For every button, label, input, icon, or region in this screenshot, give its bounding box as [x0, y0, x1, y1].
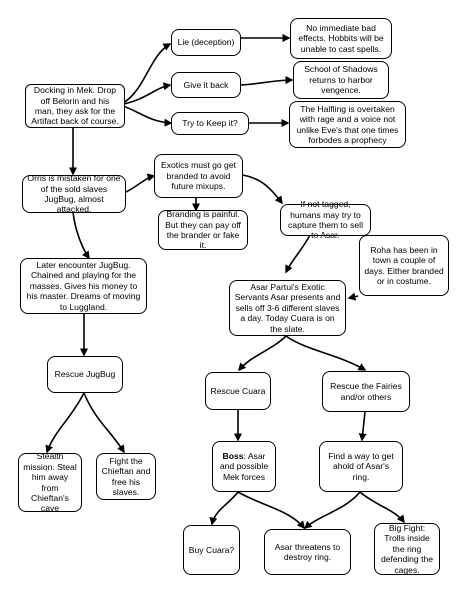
- node-not-tagged: If not tagged, humans may try to capture…: [280, 199, 371, 240]
- arrow-boss-threatens: [237, 491, 305, 530]
- node-exotics: Exotics must go get branded to avoid fut…: [154, 154, 243, 198]
- node-orris: Orris is mistaken for one of the sold sl…: [22, 173, 126, 214]
- boss-text: : Asar and possible Mek forces: [219, 450, 269, 482]
- node-buy-cuara: Buy Cuara?: [183, 525, 240, 575]
- node-rescue-cuara: Rescue Cuara: [205, 372, 271, 410]
- node-docking: Docking in Mek. Drop off Belorin and his…: [25, 84, 125, 128]
- node-find-way: Find a way to get ahold of Asar's ring.: [319, 441, 403, 492]
- node-halfling: The Halfling is overtaken with rage and …: [289, 101, 406, 148]
- node-later-jugbug: Later encounter JugBug. Chained and play…: [20, 258, 147, 314]
- node-school-shadows: School of Shadows returns to harbor veng…: [293, 61, 389, 99]
- arrow-docking-give: [122, 82, 172, 105]
- arrow-boss-buy: [209, 491, 239, 526]
- arrow-nottagged-asar: [285, 234, 311, 274]
- node-roha: Roha has been in town a couple of days. …: [359, 235, 449, 296]
- arrow-rescue-fight: [83, 392, 125, 454]
- node-rescue-jugbug: Rescue JugBug: [47, 356, 123, 393]
- arrow-find-threatens: [303, 491, 361, 529]
- arrow-orris-exotics: [125, 173, 156, 193]
- arrow-give-school: [240, 76, 294, 86]
- arrow-asar-cuara: [238, 335, 287, 372]
- node-asar-threatens: Asar threatens to destroy ring.: [264, 529, 351, 575]
- arrow-roha-asar: [347, 292, 359, 301]
- arrow-orris-later: [72, 211, 90, 260]
- boss-label: Boss: [222, 450, 244, 461]
- arrow-find-bigfight: [359, 491, 405, 524]
- node-rescue-fairies: Rescue the Fairies and/or others: [322, 371, 410, 412]
- arrow-docking-keep: [122, 105, 173, 127]
- node-try-keep: Try to Keep it?: [171, 112, 249, 135]
- node-big-fight: Big Fight: Trolls inside the ring defend…: [374, 523, 440, 575]
- node-lie: Lie (deception): [171, 29, 241, 56]
- arrow-asar-fairies: [285, 335, 367, 371]
- arrow-exotics-nottagged: [241, 174, 283, 205]
- node-branding: Branding is painful. But they can pay of…: [158, 209, 248, 250]
- node-asar-partui: Asar Partui's Exotic Servants Asar prese…: [229, 280, 346, 336]
- node-boss: Boss: Asar and possible Mek forces: [212, 441, 276, 492]
- arrow-fairies-find: [358, 411, 367, 442]
- node-fight-chieftan: Fight the Chieftan and free his slaves.: [96, 453, 156, 500]
- node-no-bad-effects: No immediate bad effects. Hobbits will b…: [290, 18, 392, 59]
- arrow-docking-lie: [122, 43, 172, 104]
- arrow-rescue-stealth: [45, 392, 85, 454]
- node-give-back: Give it back: [171, 72, 241, 98]
- node-stealth: Stealth mission. Steal him away from Chi…: [18, 451, 82, 513]
